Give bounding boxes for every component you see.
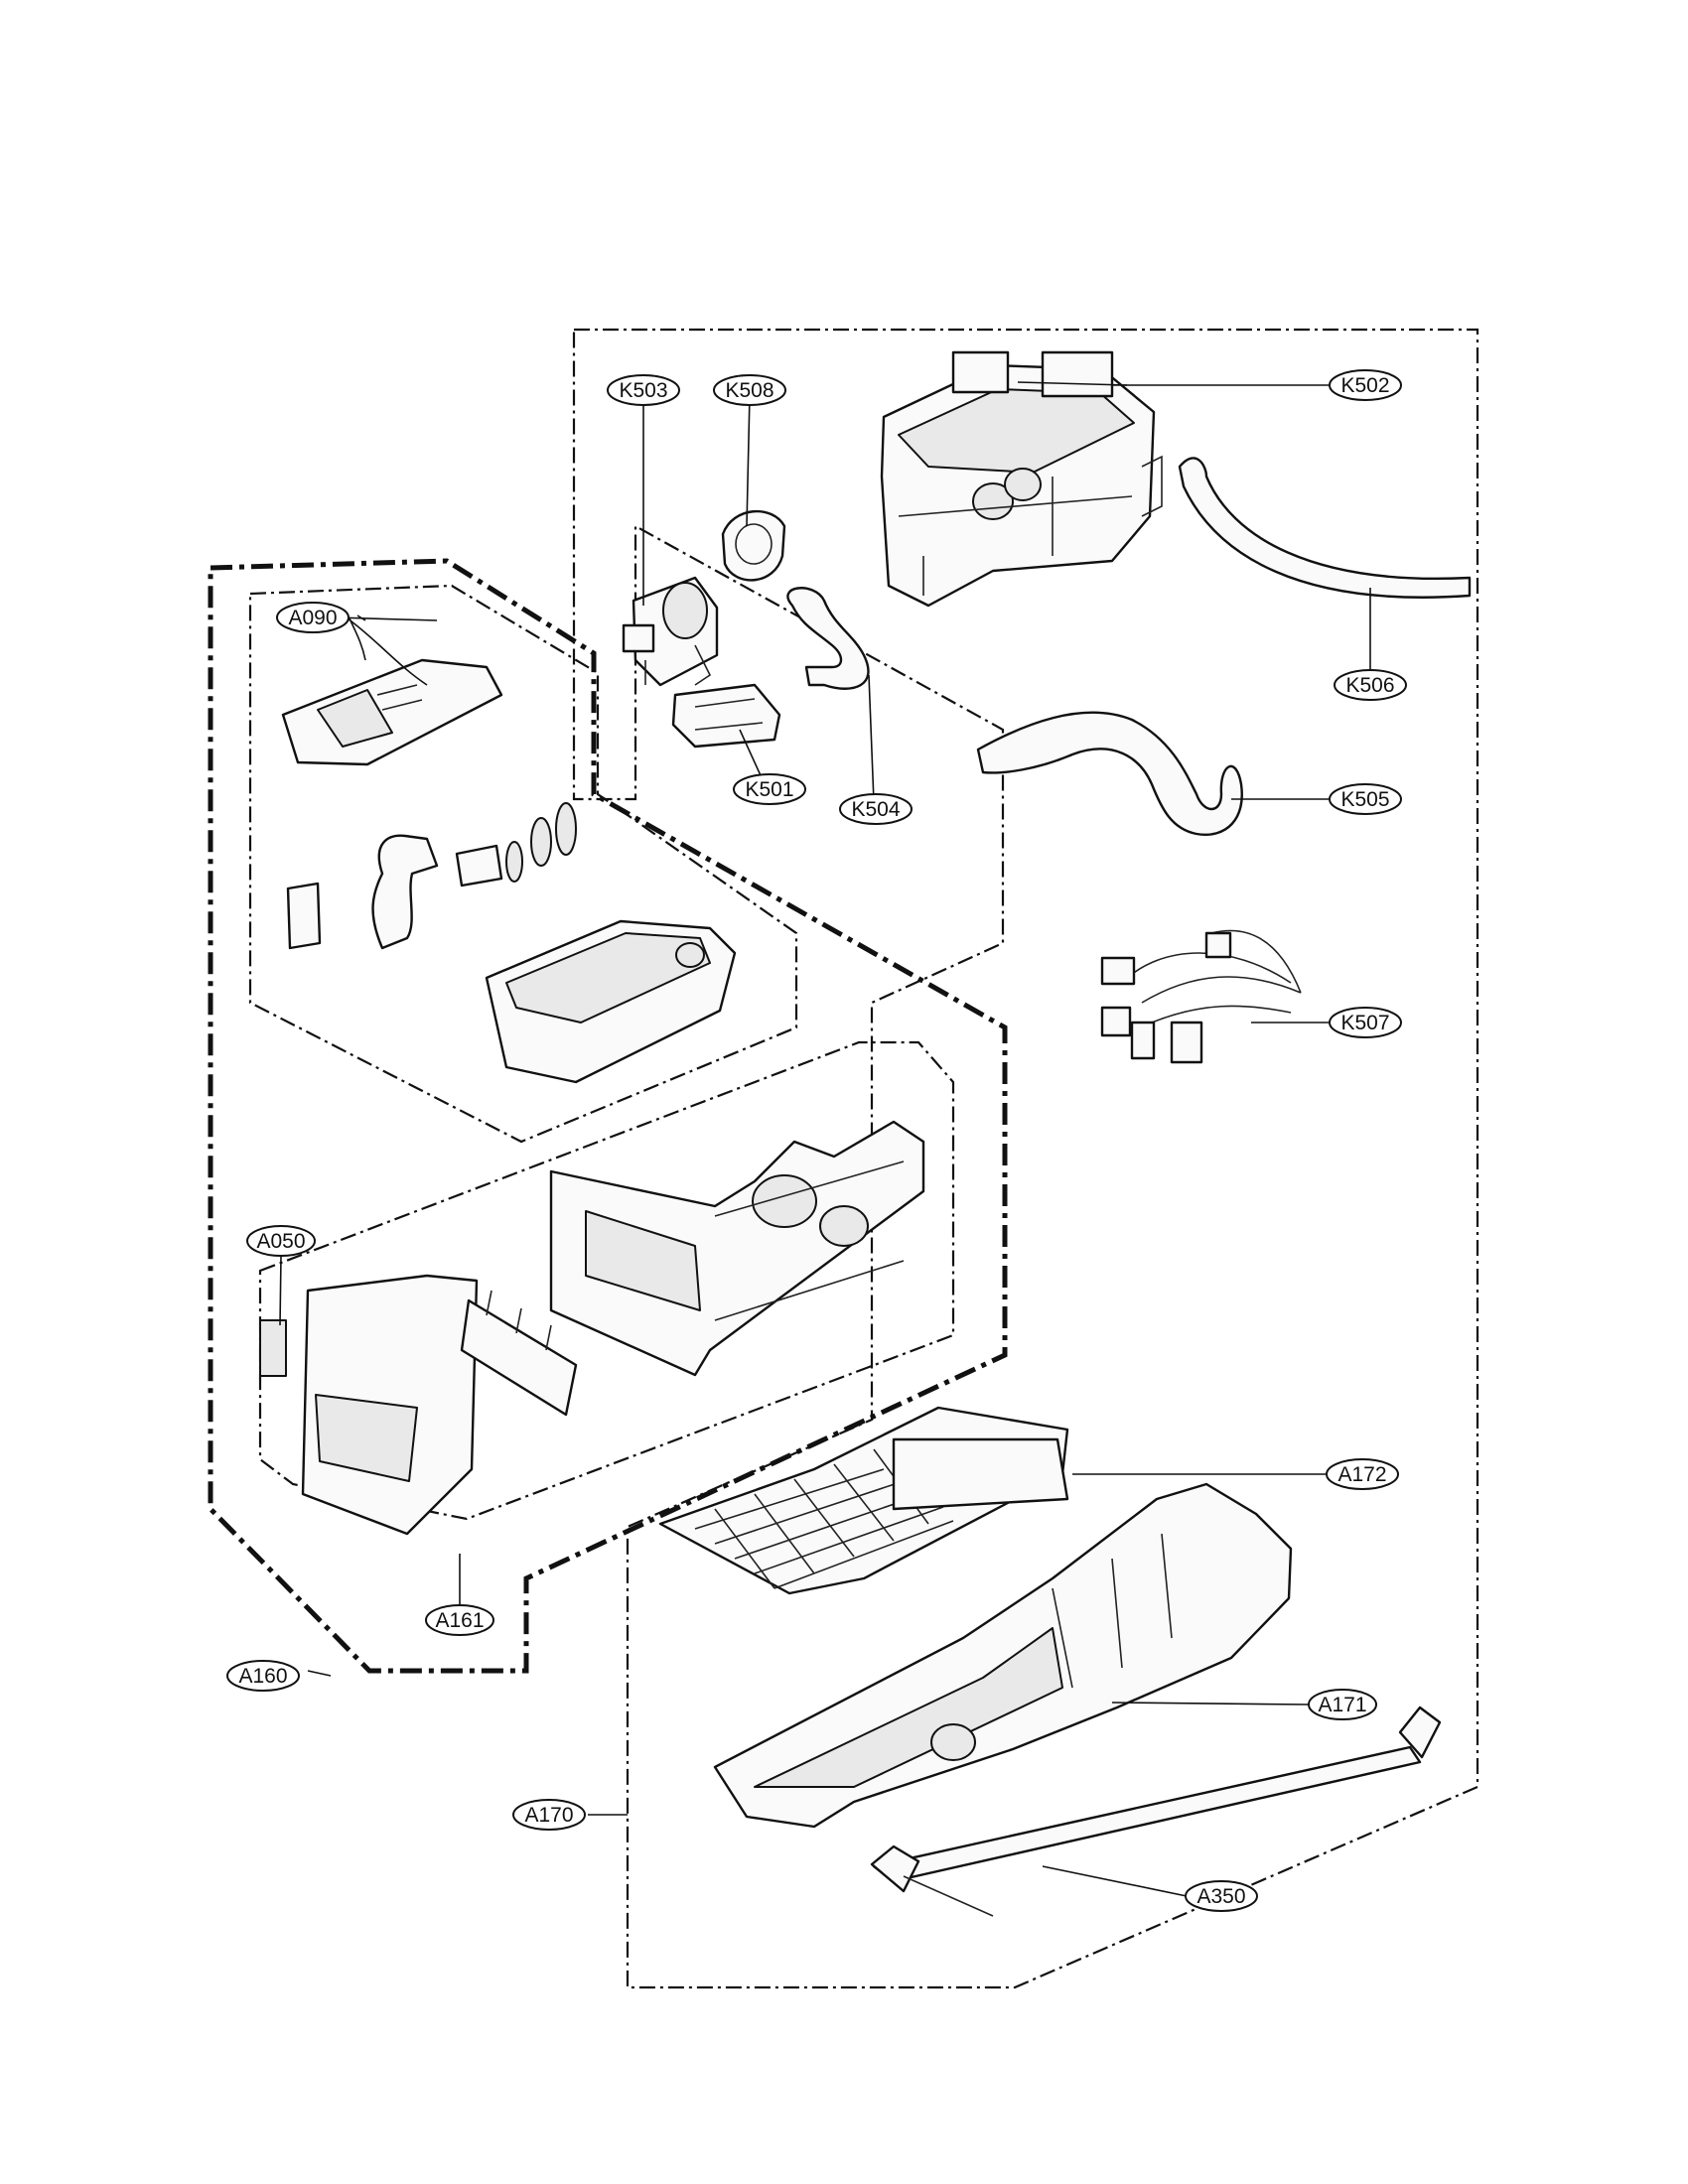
label-A172: A172 [1326, 1458, 1399, 1490]
tank-part [880, 350, 1163, 608]
long-hose-part [1178, 457, 1472, 599]
svg-text:K501: K501 [745, 778, 793, 801]
label-K503: K503 [607, 374, 680, 406]
label-A350: A350 [1185, 1880, 1258, 1912]
svg-text:K506: K506 [1345, 674, 1394, 697]
short-hose-part [786, 587, 870, 690]
drawer-housing-part [549, 1120, 925, 1377]
label-A050: A050 [246, 1225, 316, 1257]
label-K502: K502 [1329, 369, 1402, 401]
svg-text:K502: K502 [1340, 374, 1389, 397]
siphon-part [286, 834, 439, 950]
valve-part [622, 576, 719, 687]
dispenser-cover-part [281, 658, 503, 766]
label-A160: A160 [226, 1660, 300, 1692]
label-K501: K501 [733, 773, 806, 805]
label-K505: K505 [1329, 783, 1402, 815]
label-K507: K507 [1329, 1007, 1402, 1038]
label-A170: A170 [512, 1799, 586, 1831]
a160-boundary [208, 558, 1008, 1674]
leader-lines [279, 381, 1371, 1897]
label-K504: K504 [839, 793, 913, 825]
svg-text:K503: K503 [619, 379, 667, 402]
svg-text:A050: A050 [256, 1230, 305, 1253]
drawer-front-panel [301, 1274, 479, 1536]
detergent-tray-part [485, 919, 737, 1084]
label-K508: K508 [713, 374, 786, 406]
svg-text:A170: A170 [524, 1804, 573, 1827]
svg-text:A090: A090 [288, 607, 337, 629]
label-K506: K506 [1334, 669, 1407, 701]
curved-hose-part [976, 711, 1243, 836]
svg-text:A172: A172 [1337, 1463, 1386, 1486]
svg-text:K507: K507 [1340, 1012, 1389, 1034]
label-A090: A090 [276, 602, 350, 633]
bracket-part [671, 683, 781, 749]
a090-boundary [248, 584, 798, 1144]
rail-part [870, 1706, 1442, 1917]
label-A171: A171 [1308, 1689, 1377, 1720]
label-A161: A161 [425, 1604, 494, 1636]
a161-boundary [258, 1040, 955, 1521]
valve-fittings-part [455, 802, 577, 887]
svg-text:A160: A160 [238, 1665, 287, 1688]
clamp-part [721, 510, 786, 582]
svg-text:K504: K504 [851, 798, 900, 821]
svg-text:K505: K505 [1340, 788, 1389, 811]
svg-text:A350: A350 [1196, 1885, 1245, 1908]
drawer-clip-part [460, 1290, 578, 1417]
svg-text:A171: A171 [1318, 1694, 1366, 1716]
a172-ledge-part [892, 1437, 1069, 1511]
emblem-part [259, 1319, 287, 1377]
svg-text:K508: K508 [725, 379, 774, 402]
housing-part [713, 1482, 1293, 1829]
wire-harness-part [1100, 929, 1302, 1064]
svg-text:A161: A161 [435, 1609, 484, 1632]
